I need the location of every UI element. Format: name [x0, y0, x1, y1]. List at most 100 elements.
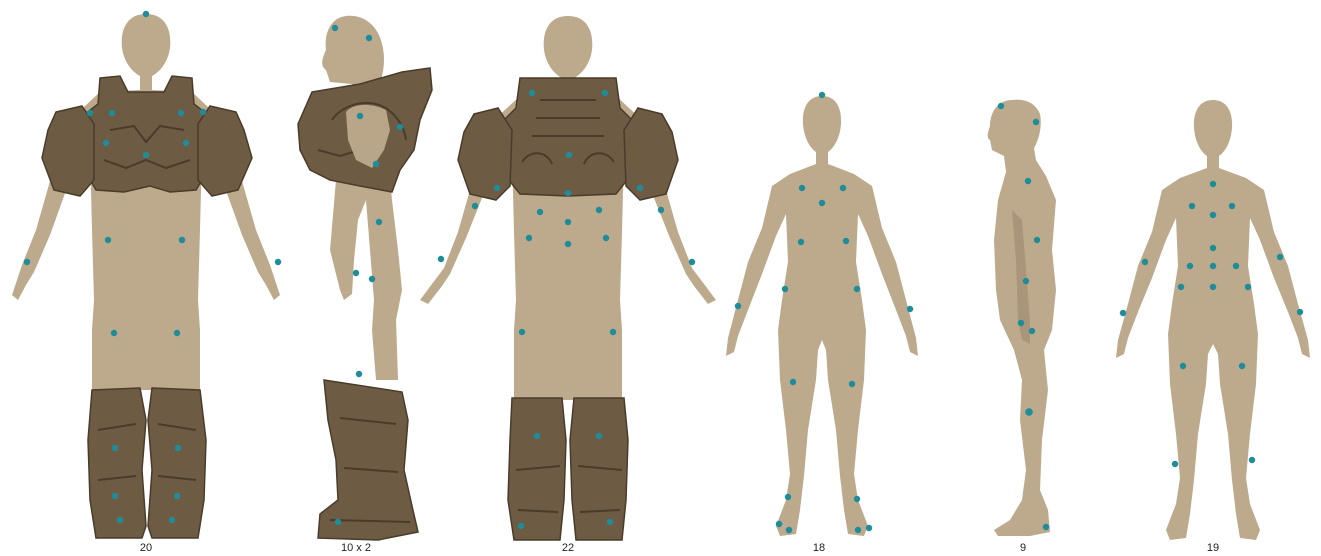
marker: [819, 92, 825, 98]
marker: [357, 113, 363, 119]
marker: [849, 381, 855, 387]
marker: [689, 259, 695, 265]
marker: [494, 185, 500, 191]
marker: [786, 527, 792, 533]
marker: [637, 185, 643, 191]
body-side-figure: [988, 100, 1056, 536]
marker: [603, 235, 609, 241]
marker: [1210, 263, 1216, 269]
marker: [1033, 119, 1039, 125]
marker: [103, 140, 109, 146]
caption-armor-side: 10 x 2: [341, 542, 371, 554]
marker: [866, 525, 872, 531]
marker: [472, 203, 478, 209]
marker: [819, 200, 825, 206]
marker: [356, 371, 362, 377]
caption-armor-back: 22: [562, 542, 574, 554]
marker: [332, 25, 338, 31]
marker: [776, 521, 782, 527]
marker: [1018, 320, 1024, 326]
marker: [798, 239, 804, 245]
marker: [1187, 263, 1193, 269]
marker: [1233, 263, 1239, 269]
marker: [1025, 408, 1033, 416]
marker: [998, 103, 1004, 109]
marker: [854, 496, 860, 502]
marker: [174, 330, 180, 336]
armor-front-figure: [12, 11, 281, 538]
marker: [179, 237, 185, 243]
body-front-figure: [726, 92, 918, 536]
caption-body-back: 19: [1207, 542, 1219, 554]
marker: [1277, 254, 1283, 260]
caption-armor-front: 20: [140, 542, 152, 554]
marker: [1178, 284, 1184, 290]
marker: [602, 90, 608, 96]
marker: [782, 286, 788, 292]
marker: [174, 493, 180, 499]
marker: [111, 330, 117, 336]
marker: [1025, 178, 1031, 184]
marker: [854, 286, 860, 292]
marker: [1142, 259, 1148, 265]
caption-body-side: 9: [1020, 542, 1026, 554]
marker: [1023, 278, 1029, 284]
marker: [117, 517, 123, 523]
marker: [178, 110, 184, 116]
marker: [565, 190, 571, 196]
marker: [1189, 203, 1195, 209]
marker: [785, 494, 791, 500]
marker: [143, 11, 149, 17]
marker: [105, 237, 111, 243]
marker: [353, 270, 359, 276]
marker: [843, 238, 849, 244]
marker: [518, 523, 524, 529]
marker: [112, 493, 118, 499]
marker: [529, 90, 535, 96]
body-back-figure: [1116, 100, 1310, 540]
marker: [1043, 524, 1049, 530]
marker: [1229, 203, 1235, 209]
marker: [200, 109, 206, 115]
marker: [1029, 328, 1035, 334]
marker: [526, 235, 532, 241]
marker: [790, 379, 796, 385]
marker: [369, 276, 375, 282]
marker: [596, 433, 602, 439]
marker: [143, 152, 149, 158]
marker: [1120, 310, 1126, 316]
marker: [534, 433, 540, 439]
marker: [907, 306, 913, 312]
armor-side-figure: [298, 16, 432, 540]
marker: [373, 161, 379, 167]
marker: [275, 259, 281, 265]
marker: [366, 35, 372, 41]
marker: [855, 527, 861, 533]
marker: [24, 259, 30, 265]
marker: [175, 445, 181, 451]
marker: [1034, 237, 1040, 243]
marker: [596, 207, 602, 213]
marker: [537, 209, 543, 215]
marker: [1210, 245, 1216, 251]
marker: [658, 207, 664, 213]
marker: [397, 124, 403, 130]
marker: [799, 185, 805, 191]
marker: [1210, 284, 1216, 290]
marker: [1297, 309, 1303, 315]
marker: [1249, 457, 1255, 463]
marker: [376, 219, 382, 225]
marker: [566, 152, 572, 158]
marker: [610, 329, 616, 335]
marker: [438, 256, 444, 262]
armor-back-figure: [420, 16, 716, 540]
marker: [1180, 363, 1186, 369]
marker: [1239, 363, 1245, 369]
marker: [183, 140, 189, 146]
marker: [1245, 284, 1251, 290]
marker: [335, 519, 341, 525]
marker: [735, 303, 741, 309]
marker: [565, 219, 571, 225]
marker: [87, 110, 93, 116]
